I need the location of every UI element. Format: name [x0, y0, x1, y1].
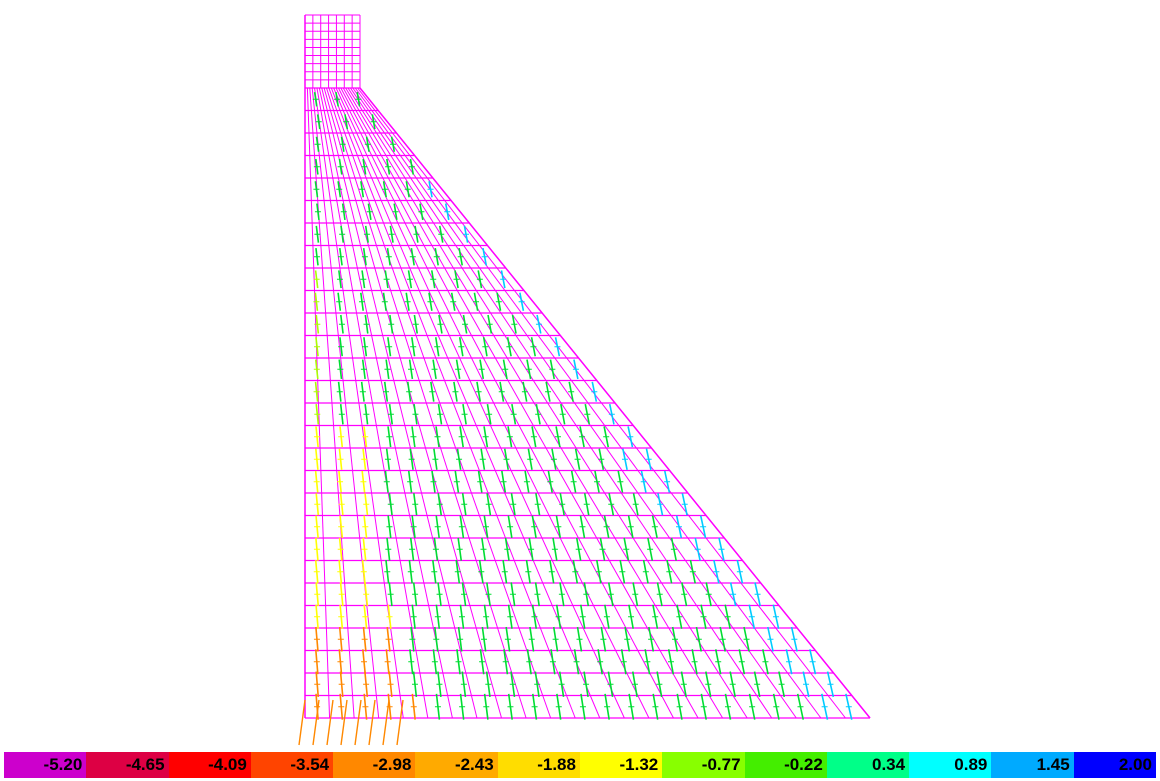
mesh-line — [326, 87, 527, 719]
legend-swatch: -2.43 — [415, 752, 498, 778]
stress-glyph — [326, 699, 334, 746]
legend-label: -4.65 — [125, 755, 165, 774]
color-legend: -5.20 -4.65 -4.09 -3.54 -2.98 -2.43 -1.88 -1.32… — [4, 752, 1156, 778]
mesh-line — [352, 87, 797, 719]
mesh-line — [347, 87, 748, 719]
mesh-line — [328, 87, 552, 719]
stress-glyph — [396, 699, 404, 746]
mesh-line — [340, 87, 674, 719]
stress-glyph — [340, 699, 348, 746]
legend-swatch: -5.20 — [4, 752, 87, 778]
legend-label: 1.45 — [1036, 755, 1070, 774]
stress-glyph — [298, 699, 306, 746]
mesh-line — [321, 87, 478, 719]
legend-label: -2.43 — [454, 755, 494, 774]
legend-swatch: 0.89 — [909, 752, 992, 778]
legend-swatch: 2.00 — [1073, 752, 1156, 778]
legend-swatch: 0.34 — [826, 752, 910, 778]
legend-label: -0.77 — [701, 755, 741, 774]
mesh-line — [359, 87, 871, 719]
legend-swatch: 1.45 — [991, 752, 1074, 778]
legend-label: 2.00 — [1118, 755, 1152, 774]
legend-swatch: -4.65 — [86, 752, 169, 778]
legend-label: -5.20 — [43, 755, 83, 774]
mesh-line — [333, 87, 601, 719]
legend-label: -2.98 — [372, 755, 412, 774]
legend-label: -1.32 — [619, 755, 659, 774]
legend-label: -0.22 — [784, 755, 823, 774]
legend-swatch: -4.09 — [168, 752, 251, 778]
stress-glyph — [354, 699, 362, 746]
legend-label: 0.34 — [872, 755, 906, 774]
legend-swatch: -3.54 — [250, 752, 334, 778]
mesh-line — [323, 87, 503, 719]
legend-label: -3.54 — [290, 755, 330, 774]
stress-glyph — [368, 699, 376, 746]
mesh-line — [350, 87, 773, 719]
mesh-line — [335, 87, 625, 719]
mesh-line — [311, 87, 380, 719]
mesh-line — [342, 87, 699, 719]
stress-glyph — [382, 699, 390, 746]
mesh-line — [338, 87, 650, 719]
legend-swatch: -0.77 — [662, 752, 745, 778]
mesh-line — [354, 87, 822, 719]
mesh-line — [316, 87, 429, 719]
legend-label: -1.88 — [537, 755, 576, 774]
legend-label: 0.89 — [954, 755, 988, 774]
legend-swatch: -2.98 — [333, 752, 416, 778]
legend-swatch: -1.88 — [497, 752, 580, 778]
mesh-line — [357, 87, 846, 719]
mesh-line — [306, 87, 331, 719]
dam-mesh — [298, 14, 871, 746]
legend-label: -4.09 — [208, 755, 247, 774]
legend-swatch: -1.32 — [579, 752, 663, 778]
stress-glyph — [312, 699, 320, 746]
mesh-line — [318, 87, 453, 719]
legend-swatch: -0.22 — [744, 752, 827, 778]
